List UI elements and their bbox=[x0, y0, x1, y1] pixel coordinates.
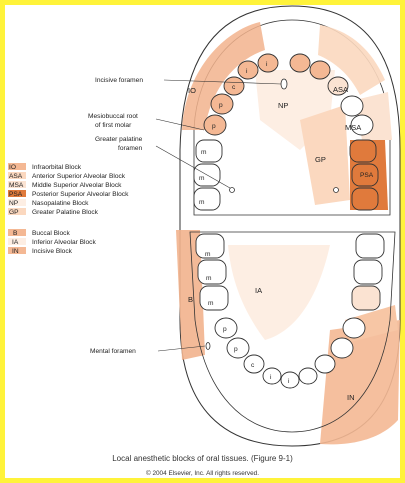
legend-text: Infraorbital Block bbox=[32, 164, 82, 171]
greater-palatine-foramen-right bbox=[334, 188, 339, 193]
legend-code: NP bbox=[9, 200, 19, 207]
region-label-io: IO bbox=[188, 86, 196, 95]
region-label-asa: ASA bbox=[333, 85, 348, 94]
region-label-b: B bbox=[188, 295, 193, 304]
legend-text: Posterior Superior Alveolar Block bbox=[32, 191, 129, 198]
legend-group-2: B Buccal Block IA Inferior Alveolar Bloc… bbox=[8, 229, 96, 255]
tooth-upper-molar-1 bbox=[196, 140, 222, 162]
tooth-lower-right-premolar-2 bbox=[343, 318, 365, 338]
region-label-msa: MSA bbox=[345, 123, 361, 132]
tooth-lower-molar-2 bbox=[198, 260, 226, 284]
tooth-letter: m bbox=[208, 300, 214, 307]
region-label-in: IN bbox=[347, 393, 355, 402]
greater-palatine-foramen-left bbox=[230, 188, 235, 193]
legend-group-1: IO Infraorbital Block ASA Anterior Super… bbox=[8, 163, 129, 216]
mesiobuccal-label-line2: of first molar bbox=[95, 122, 132, 129]
legend-text: Middle Superior Alveolar Block bbox=[32, 182, 122, 189]
tooth-lower-molar-3 bbox=[200, 286, 228, 310]
region-label-gp: GP bbox=[315, 155, 326, 164]
mental-foramen-mark bbox=[206, 343, 210, 350]
greater-palatine-label-line1: Greater palatine bbox=[95, 136, 143, 143]
legend-code: IN bbox=[12, 248, 19, 255]
tooth-lower-right-molar-2 bbox=[354, 260, 382, 284]
legend-code: ASA bbox=[9, 173, 23, 180]
tooth-letter: m bbox=[199, 175, 205, 182]
mental-foramen-label: Mental foramen bbox=[90, 348, 136, 355]
tooth-upper-incisor-4 bbox=[310, 61, 330, 79]
legend-text: Greater Palatine Block bbox=[32, 209, 99, 216]
tooth-letter: p bbox=[212, 123, 216, 130]
legend-code: B bbox=[13, 230, 18, 237]
tooth-lower-premolar-2 bbox=[227, 338, 249, 358]
incisive-foramen-label: Incisive foramen bbox=[95, 77, 143, 84]
legend-code: IA bbox=[12, 239, 19, 246]
tooth-lower-incisor-1 bbox=[263, 368, 281, 384]
tooth-lower-incisor-2 bbox=[281, 372, 299, 388]
legend-code: IO bbox=[9, 164, 16, 171]
legend-text: Inferior Alveolar Block bbox=[32, 239, 96, 246]
legend-text: Nasopalatine Block bbox=[32, 200, 89, 207]
region-label-psa: PSA bbox=[360, 172, 374, 179]
tooth-letter: m bbox=[199, 199, 205, 206]
tooth-lower-right-molar-3 bbox=[356, 234, 384, 258]
tooth-letter: p bbox=[223, 326, 227, 333]
tooth-letter: m bbox=[201, 149, 207, 156]
figure-caption: Local anesthetic blocks of oral tissues.… bbox=[0, 454, 405, 463]
tooth-upper-incisor-2 bbox=[258, 54, 278, 72]
region-label-np: NP bbox=[278, 101, 288, 110]
tooth-upper-molar-3 bbox=[194, 188, 220, 210]
legend-code: PSA bbox=[9, 191, 23, 198]
mesiobuccal-label-line1: Mesiobuccal root bbox=[88, 113, 138, 120]
legend-code: GP bbox=[9, 209, 19, 216]
tooth-letter: m bbox=[205, 251, 211, 258]
tooth-upper-right-premolar-1 bbox=[341, 96, 363, 116]
tooth-upper-right-molar-1 bbox=[350, 140, 376, 162]
copyright-notice: © 2004 Elsevier, Inc. All rights reserve… bbox=[0, 470, 405, 477]
tooth-upper-incisor-1 bbox=[238, 61, 258, 79]
greater-palatine-label-line2: foramen bbox=[118, 145, 143, 152]
tooth-lower-incisor-3 bbox=[299, 368, 317, 384]
legend-code: MSA bbox=[9, 182, 24, 189]
legend-text: Incisive Block bbox=[32, 248, 73, 255]
tooth-letter: p bbox=[219, 102, 223, 109]
tooth-letter: m bbox=[206, 275, 212, 282]
tooth-lower-right-premolar-1 bbox=[331, 338, 353, 358]
tooth-upper-right-molar-3 bbox=[352, 188, 378, 210]
region-label-ia: IA bbox=[255, 286, 262, 295]
tooth-upper-incisor-3 bbox=[290, 54, 310, 72]
tooth-lower-canine-right bbox=[315, 355, 335, 373]
tooth-letter: p bbox=[234, 346, 238, 353]
legend-text: Anterior Superior Alveolar Block bbox=[32, 173, 126, 180]
tooth-lower-right-molar-1 bbox=[352, 286, 380, 310]
incisive-foramen-mark bbox=[281, 79, 287, 89]
legend-text: Buccal Block bbox=[32, 230, 70, 237]
